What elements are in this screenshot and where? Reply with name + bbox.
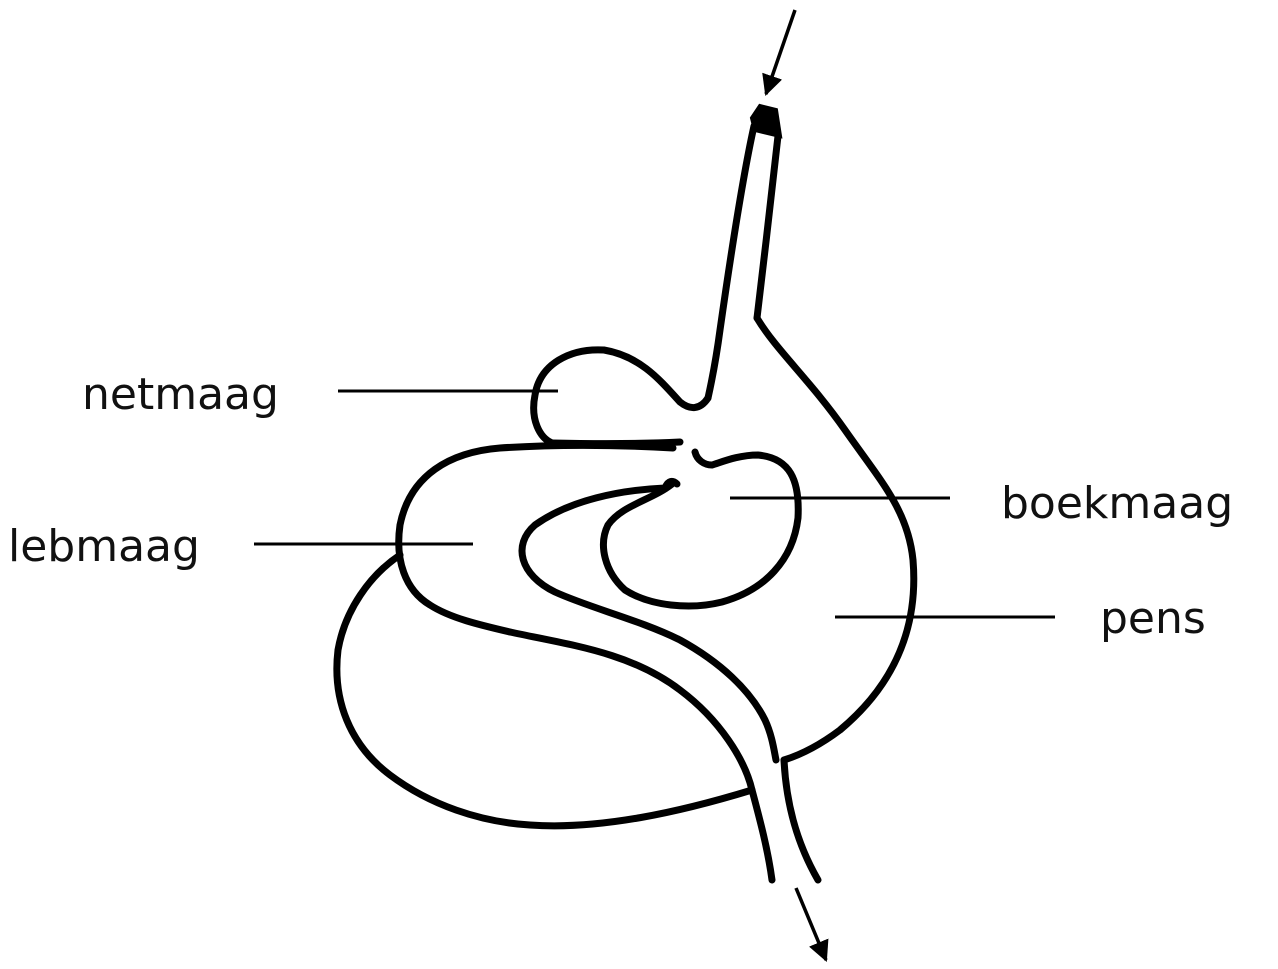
lebmaag-label: lebmaag xyxy=(8,521,200,572)
pens-label: pens xyxy=(1100,593,1206,644)
esophagus-left-wall xyxy=(708,126,754,398)
netmaag-outline xyxy=(534,350,708,443)
netmaag-label: netmaag xyxy=(82,369,279,420)
esophagus-right-wall xyxy=(757,136,778,318)
lebmaag-top-outline xyxy=(399,445,673,632)
pens-outline-left xyxy=(337,555,752,826)
intestine-inner-wall xyxy=(784,760,818,880)
pens-outline-right xyxy=(757,318,914,760)
inflow-arrow xyxy=(766,10,795,94)
intestine-outer-wall xyxy=(510,632,772,880)
inner-channel-wall xyxy=(522,488,776,760)
outflow-arrow xyxy=(796,888,826,960)
boekmaag-outline xyxy=(603,452,798,606)
boekmaag-label: boekmaag xyxy=(1001,478,1233,529)
